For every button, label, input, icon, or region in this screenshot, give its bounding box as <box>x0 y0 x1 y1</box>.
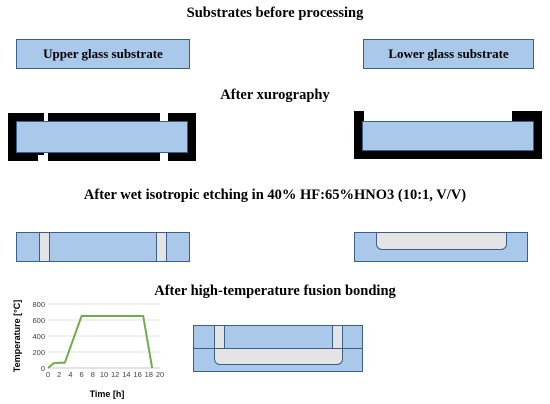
x-tick-label: 14 <box>122 370 130 379</box>
upper-glass-body <box>16 121 188 153</box>
x-tick-label: 0 <box>46 370 50 379</box>
mask-lower-bottom <box>354 151 542 159</box>
x-tick-label: 12 <box>111 370 119 379</box>
heading-before-processing: Substrates before processing <box>186 5 364 21</box>
bonded-channel <box>214 348 343 365</box>
lower-glass-substrate: Lower glass substrate <box>363 39 534 69</box>
chart-x-axis-label: Time [h] <box>90 389 125 399</box>
y-tick-label: 400 <box>32 332 45 341</box>
bonded-device <box>193 325 363 372</box>
y-tick-label: 200 <box>32 348 45 357</box>
heading-after-etching: After wet isotropic etching in 40% HF:65… <box>83 187 467 203</box>
chart-grid <box>48 303 160 369</box>
x-tick-label: 18 <box>145 370 153 379</box>
outlet-port <box>332 325 343 349</box>
upper-glass-substrate: Upper glass substrate <box>16 39 190 69</box>
chart-y-axis-label: Temperature [°C] <box>12 300 22 372</box>
through-hole-left <box>39 232 50 262</box>
mask-lower-left <box>354 111 364 159</box>
etched-channel <box>376 232 507 250</box>
through-hole-right <box>156 232 167 262</box>
x-tick-label: 20 <box>156 370 164 379</box>
x-tick-label: 10 <box>100 370 108 379</box>
upper-substrate-masked <box>8 113 196 161</box>
chart-series <box>47 315 154 369</box>
x-tick-label: 16 <box>133 370 141 379</box>
y-tick-label: 800 <box>32 300 45 309</box>
upper-substrate-etched <box>16 232 190 262</box>
x-tick-label: 8 <box>91 370 95 379</box>
lower-substrate-masked <box>354 111 542 159</box>
x-tick-label: 2 <box>57 370 61 379</box>
lower-substrate-etched <box>354 232 528 262</box>
inlet-port <box>214 325 225 349</box>
y-tick-label: 0 <box>41 364 45 373</box>
heading-after-xurography: After xurography <box>220 87 330 103</box>
x-tick-label: 6 <box>80 370 84 379</box>
y-tick-label: 600 <box>32 316 45 325</box>
heading-after-bonding: After high-temperature fusion bonding <box>154 283 396 299</box>
x-tick-label: 4 <box>68 370 72 379</box>
temperature-profile-line <box>47 315 154 369</box>
lower-glass-body <box>362 121 534 151</box>
